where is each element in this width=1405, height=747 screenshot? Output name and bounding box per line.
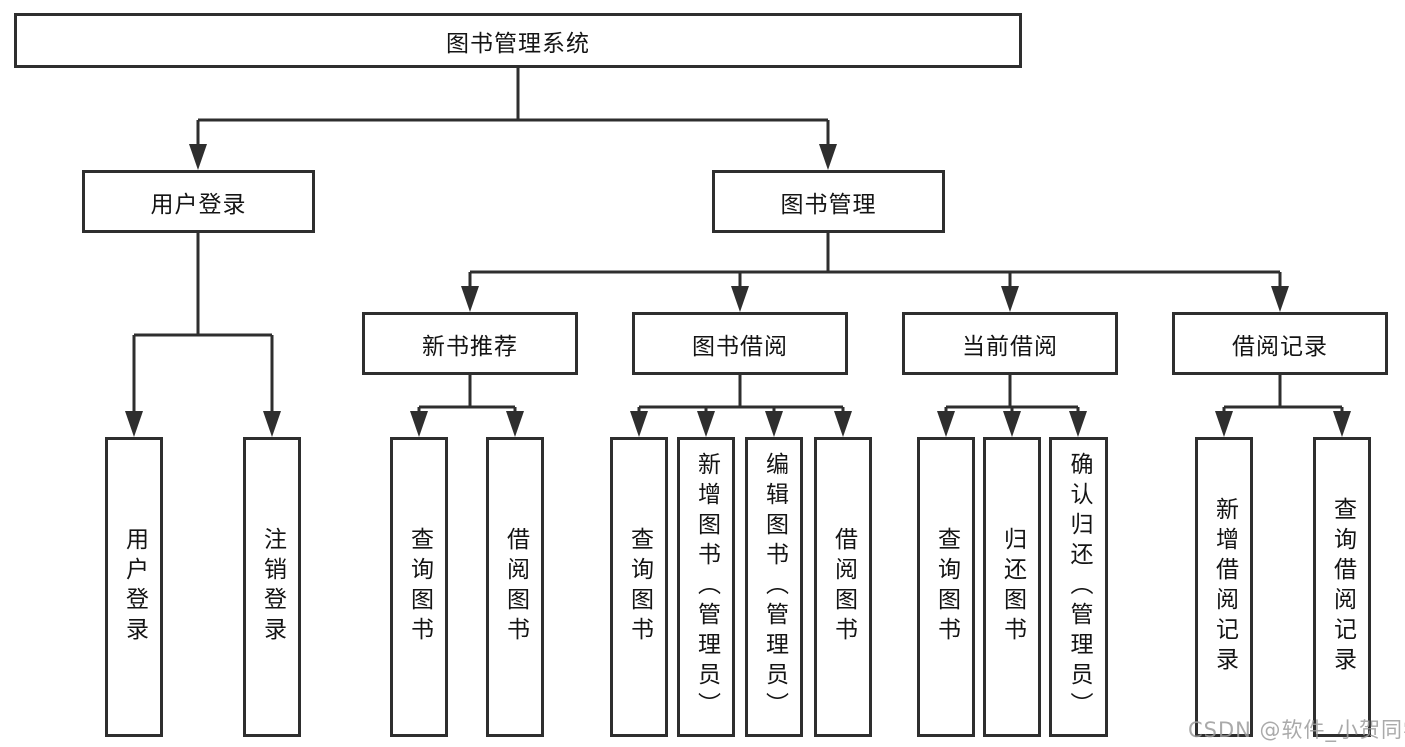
- node-new-book-recommend: 新书推荐: [362, 312, 578, 375]
- arrow-down-icon: [834, 411, 852, 437]
- leaf-user-login: 用户登录: [105, 437, 163, 737]
- arrow-down-icon: [125, 411, 143, 437]
- leaf-label: 注销登录: [259, 527, 286, 647]
- leaf-label: 查询图书: [626, 527, 653, 647]
- leaf-recommend-query-books: 查询图书: [390, 437, 448, 737]
- leaf-edit-book-admin: 编辑图书（管理员）: [745, 437, 803, 737]
- connector-root: [196, 68, 830, 164]
- arrow-down-icon: [630, 411, 648, 437]
- leaf-query-borrow-record: 查询借阅记录: [1313, 437, 1371, 737]
- leaf-label: 新增借阅记录: [1211, 497, 1238, 677]
- leaf-logout: 注销登录: [243, 437, 301, 737]
- node-root-title: 图书管理系统: [14, 13, 1022, 68]
- arrow-down-icon: [765, 411, 783, 437]
- leaf-label: 查询图书: [406, 527, 433, 647]
- connector-new-book-recommend: [417, 375, 517, 431]
- leaf-label: 归还图书: [999, 527, 1026, 647]
- leaf-add-book-admin: 新增图书（管理员）: [677, 437, 735, 737]
- node-user-login: 用户登录: [82, 170, 315, 233]
- arrow-down-icon: [189, 144, 207, 170]
- leaf-confirm-return-admin: 确认归还（管理员）: [1049, 437, 1108, 737]
- leaf-label: 借阅图书: [830, 527, 857, 647]
- arrow-down-icon: [263, 411, 281, 437]
- leaf-label: 查询借阅记录: [1329, 497, 1356, 677]
- arrow-down-icon: [731, 286, 749, 312]
- arrow-down-icon: [1069, 411, 1087, 437]
- connector-book-borrow: [637, 375, 845, 431]
- arrow-down-icon: [937, 411, 955, 437]
- leaf-recommend-borrow-books: 借阅图书: [486, 437, 544, 737]
- node-borrow-records: 借阅记录: [1172, 312, 1388, 375]
- arrowheads: [125, 144, 1351, 437]
- node-book-management: 图书管理: [712, 170, 945, 233]
- connector-borrow-records: [1222, 375, 1344, 431]
- leaf-current-query-books: 查询图书: [917, 437, 975, 737]
- arrow-down-icon: [1333, 411, 1351, 437]
- leaf-borrow-borrow-books: 借阅图书: [814, 437, 872, 737]
- node-book-borrow: 图书借阅: [632, 312, 848, 375]
- leaf-label: 新增图书（管理员）: [693, 452, 720, 722]
- arrow-down-icon: [697, 411, 715, 437]
- leaf-borrow-query-books: 查询图书: [610, 437, 668, 737]
- node-current-borrow: 当前借阅: [902, 312, 1118, 375]
- leaf-add-borrow-record: 新增借阅记录: [1195, 437, 1253, 737]
- leaf-return-book: 归还图书: [983, 437, 1041, 737]
- arrow-down-icon: [461, 286, 479, 312]
- arrow-down-icon: [819, 144, 837, 170]
- arrow-down-icon: [506, 411, 524, 437]
- leaf-label: 借阅图书: [502, 527, 529, 647]
- arrow-down-icon: [1001, 286, 1019, 312]
- csdn-watermark: CSDN @软件_小贺同学: [1188, 718, 1405, 742]
- connector-book-management: [468, 233, 1282, 306]
- leaf-label: 确认归还（管理员）: [1066, 452, 1092, 722]
- connector-user-login: [132, 233, 274, 431]
- leaf-label: 编辑图书（管理员）: [761, 452, 788, 722]
- arrow-down-icon: [1271, 286, 1289, 312]
- leaf-label: 用户登录: [121, 527, 148, 647]
- arrow-down-icon: [410, 411, 428, 437]
- arrow-down-icon: [1003, 411, 1021, 437]
- arrow-down-icon: [1215, 411, 1233, 437]
- leaf-label: 查询图书: [933, 527, 960, 647]
